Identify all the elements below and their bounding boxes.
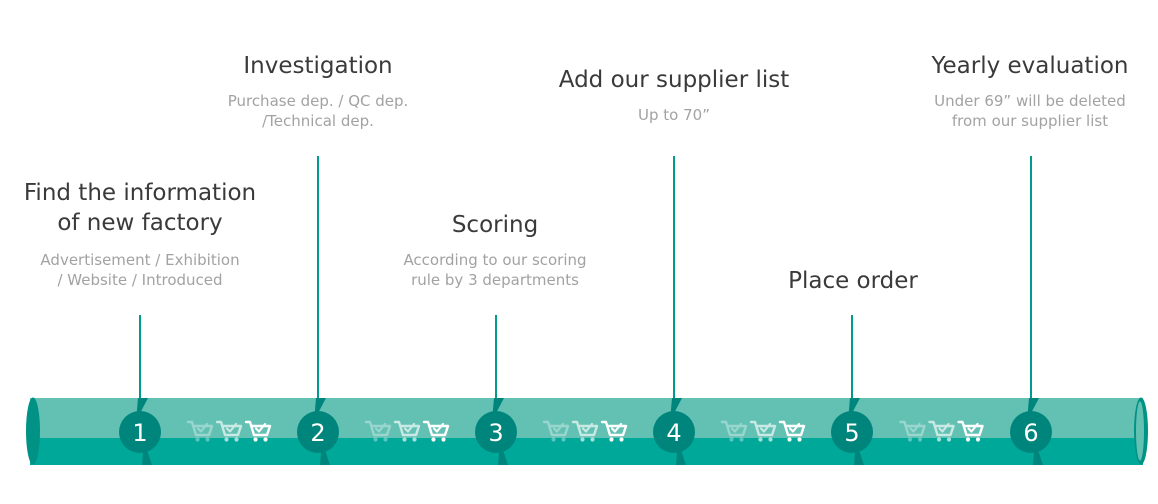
step-number: 6 xyxy=(1023,419,1038,447)
step-4-title: Add our supplier list xyxy=(558,67,790,93)
step-number: 2 xyxy=(310,419,325,447)
cart-check-icon xyxy=(186,420,214,442)
step-node-4: 4 xyxy=(653,398,695,465)
step-1-title: Find the information of new factory xyxy=(23,180,257,236)
step-node-2: 2 xyxy=(297,398,339,465)
step-4-description: Up to 70” xyxy=(638,106,710,124)
cart-check-icon xyxy=(928,420,955,442)
cart-icons xyxy=(186,420,984,442)
step-1-description: Advertisement / Exhibition / Website / I… xyxy=(40,251,240,289)
step-6-label: Yearly evaluation Under 69” will be dele… xyxy=(880,51,1158,131)
step-nodes: 1 2 3 4 5 6 xyxy=(119,398,1052,465)
step-6-title: Yearly evaluation xyxy=(931,53,1129,79)
cart-check-icon xyxy=(600,420,628,442)
cart-check-icon xyxy=(720,420,748,442)
step-number: 5 xyxy=(844,419,859,447)
cart-check-icon xyxy=(899,420,926,442)
step-node-6: 6 xyxy=(1010,398,1052,465)
timeline-tube xyxy=(26,397,1148,465)
step-2-title: Investigation xyxy=(243,53,393,79)
step-5-title: Place order xyxy=(788,268,918,294)
tube-left-cap xyxy=(26,397,40,465)
cart-check-icon xyxy=(571,420,599,442)
cart-check-icon xyxy=(422,420,450,442)
step-node-3: 3 xyxy=(475,398,517,465)
step-2-description: Purchase dep. / QC dep. /Technical dep. xyxy=(227,92,409,130)
cart-check-icon xyxy=(749,420,777,442)
step-number: 3 xyxy=(488,419,503,447)
cart-check-icon xyxy=(957,420,984,442)
step-3-title: Scoring xyxy=(451,212,539,238)
step-6-description: Under 69” will be deleted from our suppl… xyxy=(934,92,1126,130)
cart-check-icon xyxy=(244,420,272,442)
step-5-label: Place order xyxy=(713,266,993,296)
cart-check-icon xyxy=(364,420,392,442)
cart-check-icon xyxy=(393,420,421,442)
step-3-description: According to our scoring rule by 3 depar… xyxy=(403,251,587,289)
step-4-label: Add our supplier list Up to 70” xyxy=(514,65,834,125)
step-node-1: 1 xyxy=(119,398,161,465)
cart-check-icon xyxy=(215,420,243,442)
step-1-label: Find the information of new factory Adve… xyxy=(0,178,280,290)
step-2-label: Investigation Purchase dep. / QC dep. /T… xyxy=(178,51,458,131)
step-3-label: Scoring According to our scoring rule by… xyxy=(355,210,635,290)
cart-check-icon xyxy=(542,420,570,442)
step-node-5: 5 xyxy=(831,398,873,465)
cart-check-icon xyxy=(778,420,806,442)
connector-lines xyxy=(139,156,1032,400)
step-number: 1 xyxy=(132,419,147,447)
step-number: 4 xyxy=(666,419,681,447)
tube-right-cap-inner xyxy=(1136,401,1144,461)
